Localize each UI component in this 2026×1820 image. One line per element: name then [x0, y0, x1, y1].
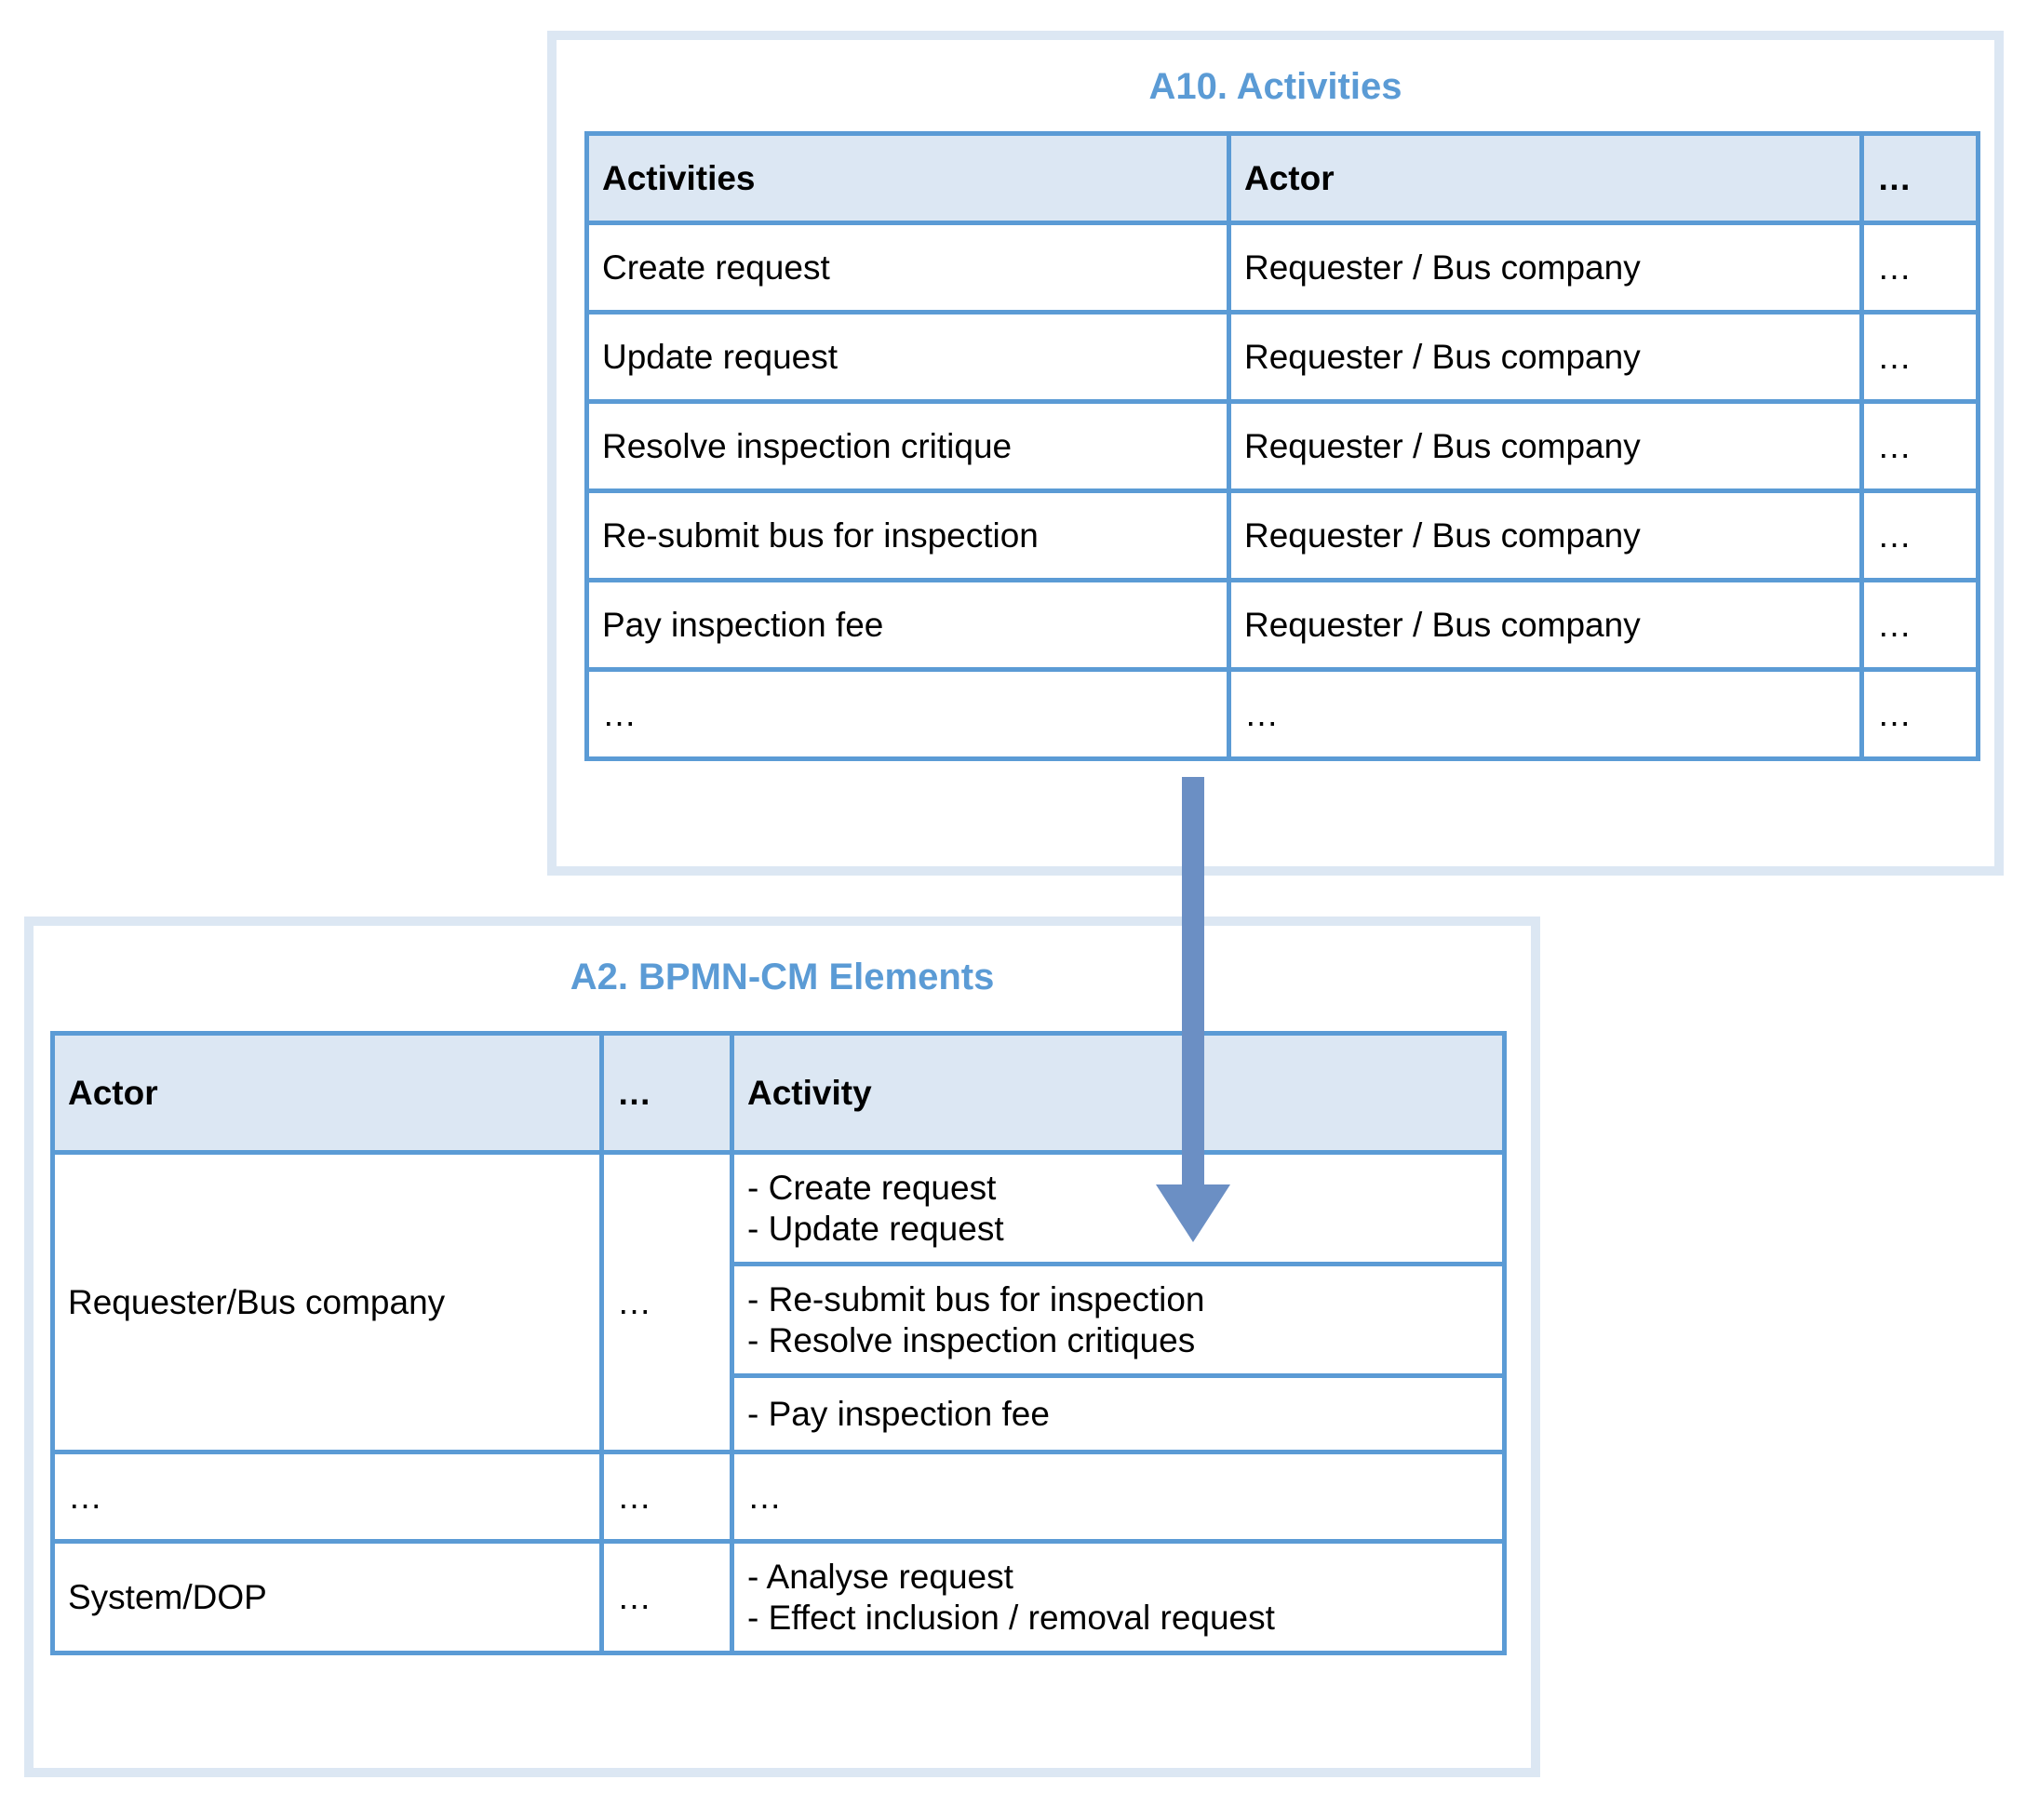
cell-activity: … [730, 1450, 1507, 1544]
table-row: Resolve inspection critique Requester / … [584, 399, 1980, 493]
table-row-group-requester: - Pay inspection fee [53, 1373, 1507, 1454]
cell-activity: Re-submit bus for inspection [584, 488, 1231, 582]
cell-more: … [1859, 667, 1980, 761]
column-header-actor: Actor [1227, 131, 1864, 225]
cell-actor: Requester / Bus company [1227, 578, 1864, 672]
cell-more: … [1859, 221, 1980, 314]
cell-activity: Update request [584, 310, 1231, 404]
column-header-activity: Activity [730, 1031, 1507, 1155]
panel-activities: A10. Activities Activities Actor … Creat… [547, 31, 2004, 876]
cell-actor: … [50, 1450, 604, 1544]
cell-more: … [1859, 399, 1980, 493]
cell-activity-list: - Analyse request - Effect inclusion / r… [730, 1539, 1507, 1655]
cell-activity-list: - Create request - Update request [730, 1150, 1507, 1266]
cell-activity-list: - Pay inspection fee [730, 1373, 1507, 1454]
cell-activity: Create request [584, 221, 1231, 314]
cell-more: … [599, 1450, 734, 1544]
table-row-ellipsis: … … … [50, 1450, 1507, 1544]
activity-line: - Create request [747, 1168, 997, 1207]
table-row: … … … [584, 667, 1980, 761]
table-row: Update request Requester / Bus company … [584, 310, 1980, 404]
activity-line: - Analyse request [747, 1557, 1013, 1596]
activity-line: - Update request [747, 1209, 1004, 1248]
cell-actor: System/DOP [50, 1539, 604, 1655]
cell-actor: Requester / Bus company [1227, 221, 1864, 314]
cell-actor: Requester / Bus company [1227, 310, 1864, 404]
cell-activity: Resolve inspection critique [584, 399, 1231, 493]
cell-more: … [1859, 578, 1980, 672]
table-row-system: System/DOP … - Analyse request - Effect … [50, 1539, 1507, 1655]
table-row-group-requester: Requester/Bus company … - Create request… [50, 1150, 1507, 1454]
activity-line: - Effect inclusion / removal request [747, 1598, 1275, 1637]
table-row: Create request Requester / Bus company … [584, 221, 1980, 314]
cell-more: … [599, 1150, 734, 1454]
table-row-group-requester: - Re-submit bus for inspection - Resolve… [53, 1262, 1507, 1378]
cell-actor: Requester / Bus company [1227, 399, 1864, 493]
panel-bpmn-elements: A2. BPMN-CM Elements Actor … Activity Re… [24, 917, 1540, 1777]
cell-activity-list: - Re-submit bus for inspection - Resolve… [730, 1262, 1507, 1378]
table-row: Re-submit bus for inspection Requester /… [584, 488, 1980, 582]
table-header-row: Activities Actor … [584, 131, 1980, 225]
table-row: Pay inspection fee Requester / Bus compa… [584, 578, 1980, 672]
cell-more: … [1859, 310, 1980, 404]
cell-actor: … [1227, 667, 1864, 761]
activities-table: Activities Actor … Create request Reques… [584, 131, 1980, 761]
table-header-row: Actor … Activity [50, 1031, 1507, 1155]
cell-activity: … [584, 667, 1231, 761]
column-header-more: … [599, 1031, 734, 1155]
cell-more: … [599, 1539, 734, 1655]
activity-line: - Re-submit bus for inspection [747, 1279, 1205, 1318]
bpmn-elements-table: Actor … Activity Requester/Bus company …… [50, 1031, 1507, 1655]
column-header-activities: Activities [584, 131, 1231, 225]
cell-actor: Requester/Bus company [50, 1150, 604, 1454]
activity-line: - Pay inspection fee [747, 1394, 1050, 1433]
panel-activities-title: A10. Activities [1148, 66, 1402, 107]
column-header-actor: Actor [50, 1031, 604, 1155]
panel-bpmn-title: A2. BPMN-CM Elements [570, 957, 995, 997]
cell-actor: Requester / Bus company [1227, 488, 1864, 582]
activity-line: - Resolve inspection critiques [747, 1320, 1196, 1359]
cell-activity: Pay inspection fee [584, 578, 1231, 672]
column-header-more: … [1859, 131, 1980, 225]
cell-more: … [1859, 488, 1980, 582]
